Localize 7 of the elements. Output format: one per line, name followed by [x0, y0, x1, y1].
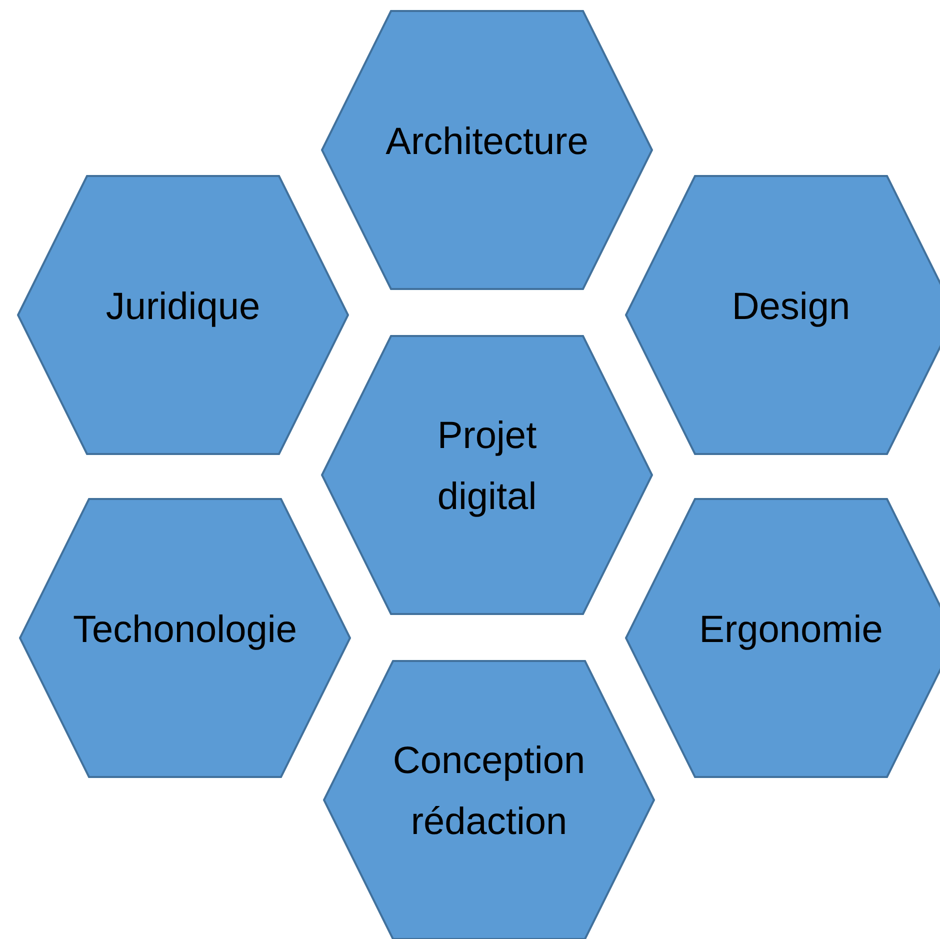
hexagon-label: Ergonomie — [699, 608, 883, 653]
hexagon-label: Design — [732, 284, 850, 330]
hexagon-label: Juridique — [106, 284, 260, 330]
hexagon-label: Projet digital — [436, 414, 538, 520]
hexagon-label: Architecture — [386, 120, 588, 165]
hexagon-label: Conception rédaction — [392, 739, 586, 845]
hexagon-label: Techonologie — [73, 608, 297, 653]
